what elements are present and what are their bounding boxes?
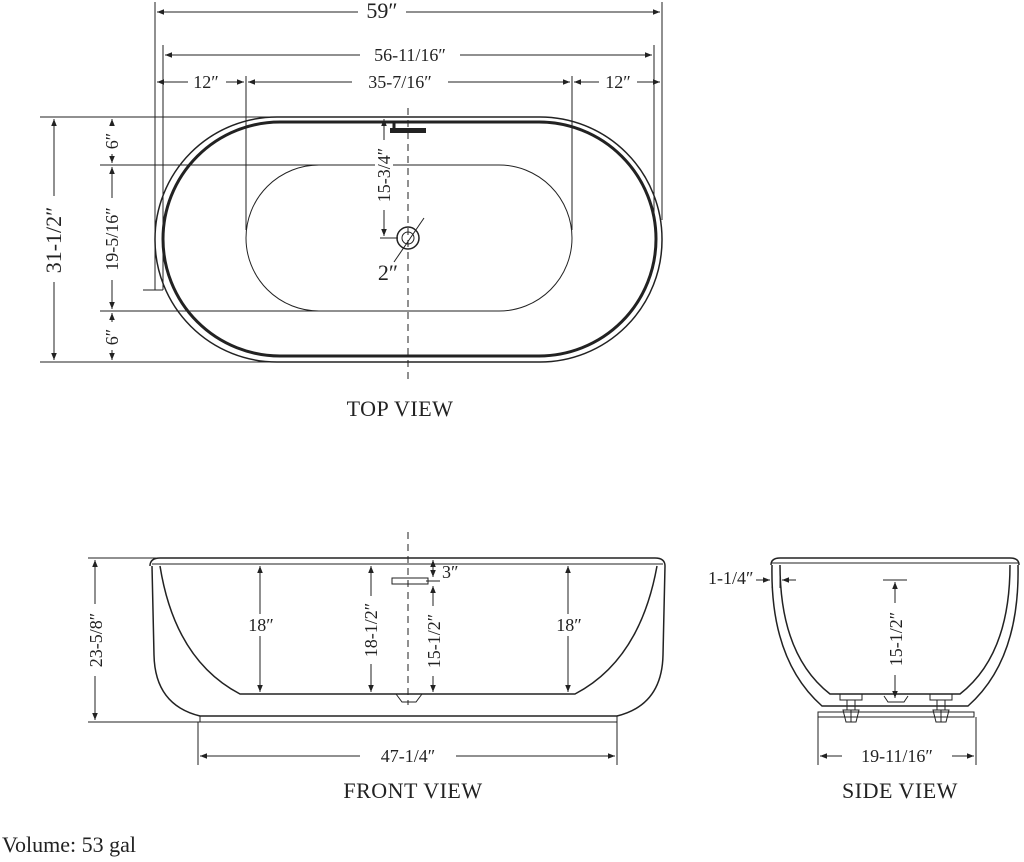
label-top-rim: 6″ [102,133,122,150]
label-right-depth: 18″ [556,615,582,635]
label-left-offset: 12″ [193,72,219,92]
overflow-slot [390,128,426,133]
front-view-title: FRONT VIEW [343,778,482,803]
label-base-length: 47-1/4″ [381,746,436,766]
label-interior-length: 35-7/16″ [368,72,432,92]
label-rim-length: 56-11/16″ [374,45,446,65]
label-overall-width: 31-1/2″ [41,207,66,274]
label-interior-width: 19-5/16″ [102,207,122,271]
front-overflow [391,577,429,585]
front-view: 23-5/8″ 18″ 18-1/2″ 15-1/2″ 3″ 18″ 47-1/… [86,532,666,803]
side-outer-body [771,564,1019,707]
front-drain [395,693,423,703]
label-bottom-rim: 6″ [102,329,122,346]
side-view: 1-1/4″ 15-1/2″ 19-11/16″ SIDE VIEW [708,557,1020,803]
label-right-offset: 12″ [605,72,631,92]
label-overall-length: 59″ [366,0,397,23]
drain-leader [393,217,425,263]
top-view: 59″ 56-11/16″ 12″ 35-7/16″ 12″ 31-1/2″ 6… [40,0,663,421]
label-side-depth: 15-1/2″ [886,612,906,667]
side-drain [883,695,909,703]
side-view-title: SIDE VIEW [842,778,958,803]
label-overflow-depth: 15-1/2″ [424,614,444,669]
label-side-base-width: 19-11/16″ [861,746,933,766]
side-rim [770,557,1020,566]
label-left-depth: 18″ [248,615,274,635]
side-foot-left [839,693,863,723]
label-front-height: 23-5/8″ [86,613,106,668]
side-base [817,711,975,718]
volume-label: Volume: 53 gal [2,832,137,857]
front-base [199,715,618,723]
label-drain-size: 2″ [378,260,398,285]
top-view-title: TOP VIEW [347,396,454,421]
label-center-depth: 18-1/2″ [361,603,381,658]
side-foot-right [929,693,953,723]
label-overflow-offset: 3″ [442,562,459,582]
label-rim-thickness: 1-1/4″ [708,568,754,588]
tub-interior-outline [245,164,573,312]
label-drain-offset: 15-3/4″ [374,148,394,203]
